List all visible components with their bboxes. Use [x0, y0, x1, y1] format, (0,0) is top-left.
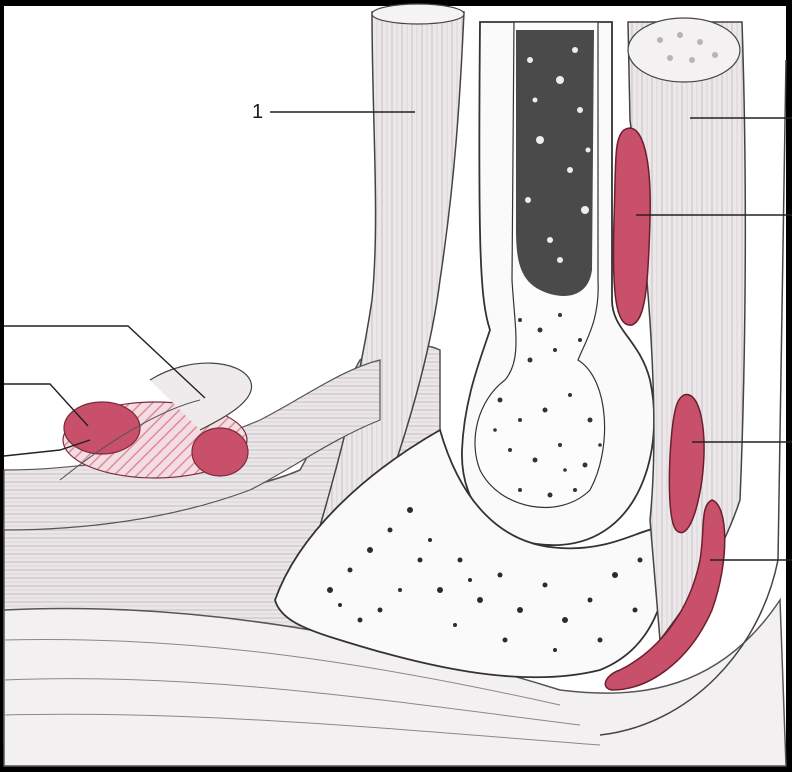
posterior-fat-pad-bursa — [613, 128, 650, 325]
label-1: 1 — [252, 101, 263, 123]
